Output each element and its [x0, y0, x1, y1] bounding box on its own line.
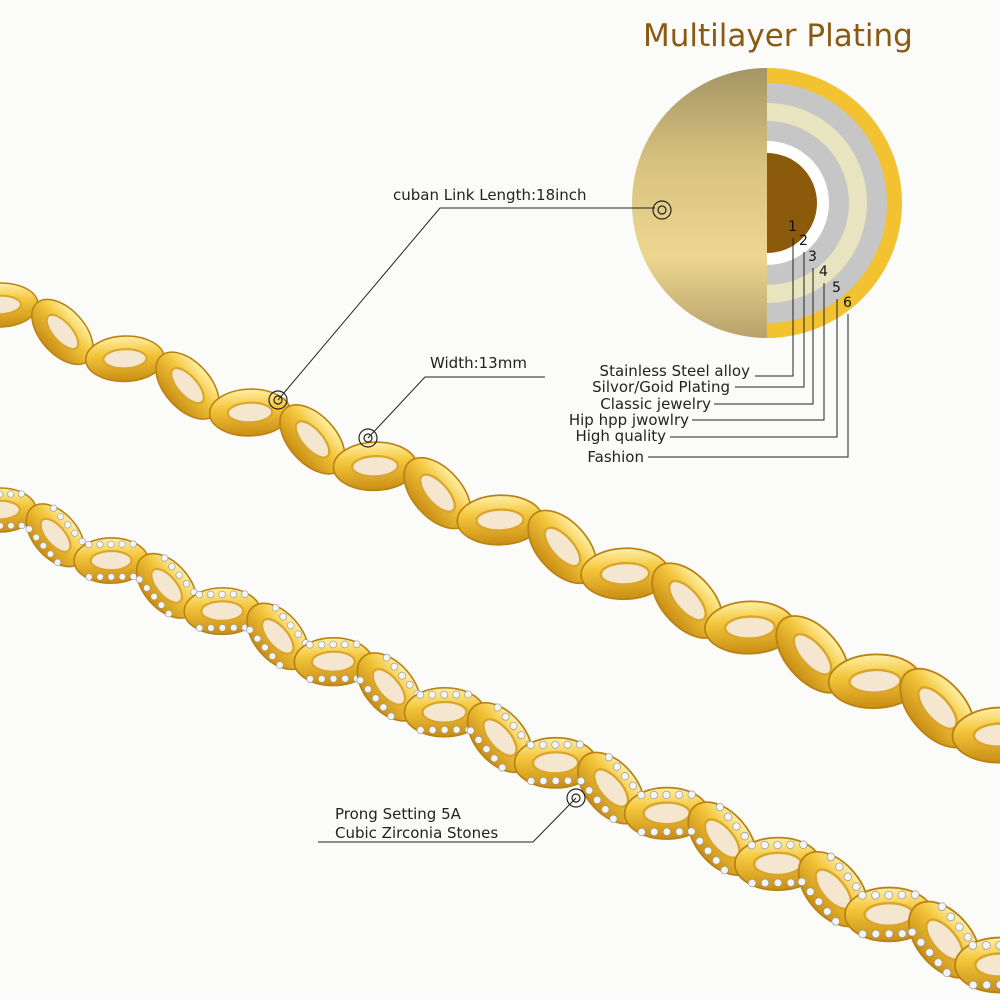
length-marker-icon	[652, 200, 672, 220]
layer-label: High quality	[575, 427, 666, 445]
chain-link	[580, 547, 670, 601]
chain-link	[155, 351, 220, 420]
chain-link	[208, 388, 292, 437]
chain-link	[843, 886, 934, 943]
length-marker-icon	[268, 390, 288, 410]
stone-marker-icon	[566, 788, 586, 808]
chain-link	[246, 602, 310, 671]
chain-link	[527, 509, 598, 585]
width-callout: Width:13mm	[430, 354, 527, 372]
chain-link	[703, 600, 797, 655]
layer-label: Stainless Steel alloy	[599, 362, 750, 380]
chain-link	[135, 552, 198, 619]
chain-link	[25, 503, 86, 568]
width-marker-icon	[358, 428, 378, 448]
chain-link	[332, 441, 418, 492]
layer-number: 1	[788, 219, 797, 235]
chain-link	[456, 494, 544, 546]
layer-label: Classic jewelry	[600, 395, 711, 413]
chain-link	[293, 637, 374, 687]
plain-cuban-chain	[0, 282, 1000, 764]
stones-callout-line2: Cubic Zirconia Stones	[335, 824, 499, 842]
length-callout: cuban Link Length:18inch	[393, 186, 587, 204]
layer-number: 4	[819, 264, 828, 280]
iced-cuban-chain	[0, 487, 1000, 994]
stones-callout-line1: Prong Setting 5A	[335, 805, 461, 823]
chain-link	[403, 686, 486, 738]
chain-link	[651, 562, 724, 639]
layer-number: 3	[808, 249, 817, 265]
chain-link	[279, 404, 346, 475]
chain-link	[73, 537, 149, 584]
page-title: Multilayer Plating	[643, 18, 913, 54]
callout-lines	[277, 207, 849, 843]
layer-number: 2	[799, 233, 808, 249]
layer-number: 5	[832, 280, 841, 296]
layer-label: Fashion	[587, 448, 644, 466]
layer-label: Silvor/Goid Plating	[592, 378, 730, 396]
plating-cross-section	[632, 68, 902, 338]
layer-number: 6	[843, 295, 852, 311]
chain-link	[31, 298, 94, 366]
chain-link	[827, 653, 923, 710]
chain-link	[183, 587, 262, 636]
layer-label: Hip hpp jwowlry	[568, 411, 689, 429]
chain-link	[85, 335, 165, 383]
